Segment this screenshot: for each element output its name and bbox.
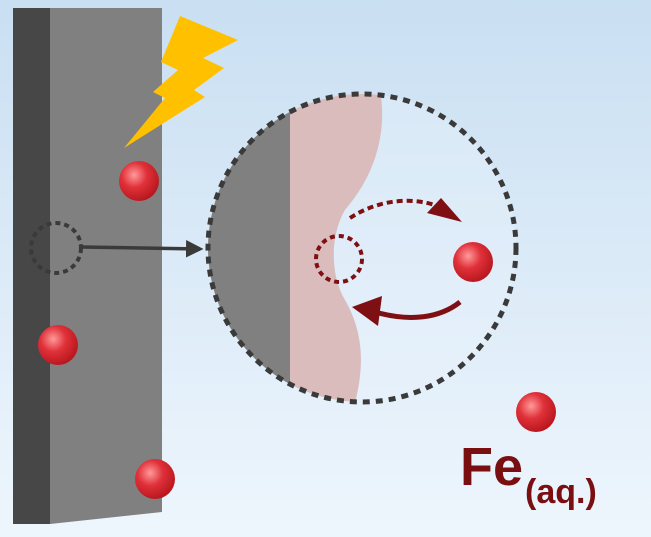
redeposition-arrowhead [352,296,382,326]
magnified-view-border [205,91,519,405]
fe-subscript: (aq.) [525,473,597,511]
magnified-corroded-layer [290,94,383,402]
plate-detail-dotted-circle [29,221,83,275]
iron-ion-sphere-icon [119,161,159,201]
iron-ion-sphere-icon [38,325,78,365]
metal-plate [13,8,162,524]
metal-plate-edge [13,8,50,524]
iron-ion-sphere-icon [135,459,175,499]
zoom-arrow [81,240,204,258]
dissolution-arrowhead [427,198,462,222]
lightning-bolt-icon [124,16,238,148]
fe-symbol: Fe [460,437,524,497]
fe-aq-label: Fe(aq.) [460,437,597,509]
iron-ion-sphere-icon [453,242,493,282]
metal-plate-face [50,8,162,524]
iron-ion-sphere-icon [516,392,556,432]
redeposition-solid-arrow [374,300,462,320]
iron-vacancy-dotted-circle [314,234,364,284]
